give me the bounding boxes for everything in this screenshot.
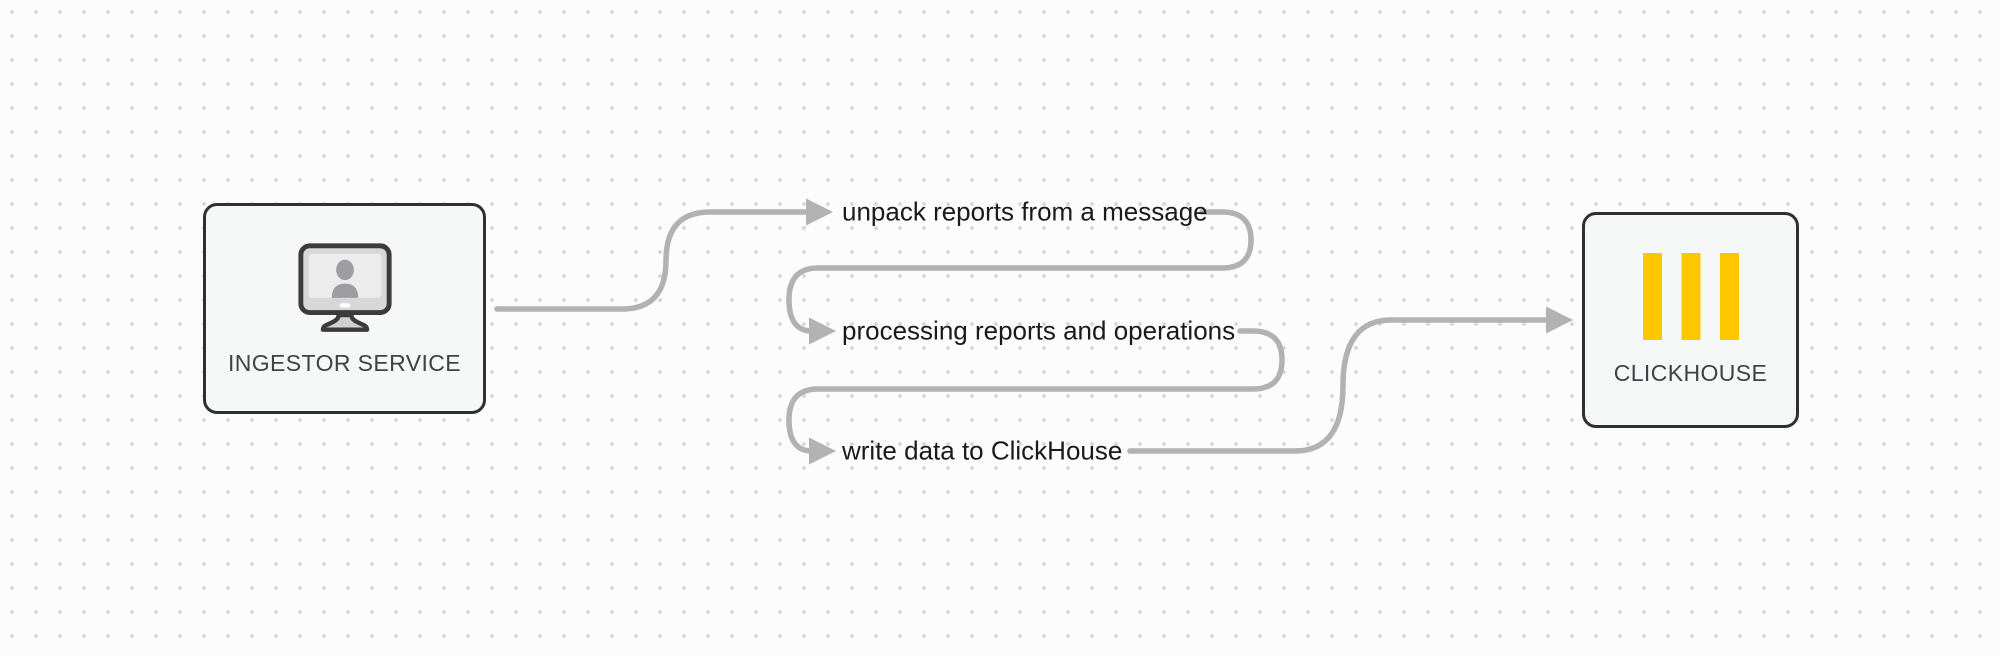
connector-ingestor-to-step1 <box>494 209 810 312</box>
arrowhead-step1 <box>806 198 833 226</box>
arrowhead-clickhouse <box>1546 306 1573 334</box>
clickhouse-bars-icon <box>1642 253 1739 340</box>
node-ingestor-service[interactable]: INGESTOR SERVICE <box>203 203 486 414</box>
step-label-processing[interactable]: processing reports and operations <box>842 315 1236 346</box>
arrowhead-step3 <box>809 437 836 465</box>
node-clickhouse-label: CLICKHOUSE <box>1613 360 1768 386</box>
connector-step2-to-step3 <box>786 328 1285 454</box>
connector-step1-to-step2 <box>786 209 1254 334</box>
arrowhead-step2 <box>809 317 836 345</box>
node-clickhouse[interactable]: CLICKHOUSE <box>1582 212 1799 428</box>
monitor-user-icon <box>297 242 392 332</box>
step-label-write[interactable]: write data to ClickHouse <box>842 435 1123 466</box>
step-label-unpack[interactable]: unpack reports from a message <box>842 196 1208 227</box>
node-ingestor-label: INGESTOR SERVICE <box>227 349 462 376</box>
